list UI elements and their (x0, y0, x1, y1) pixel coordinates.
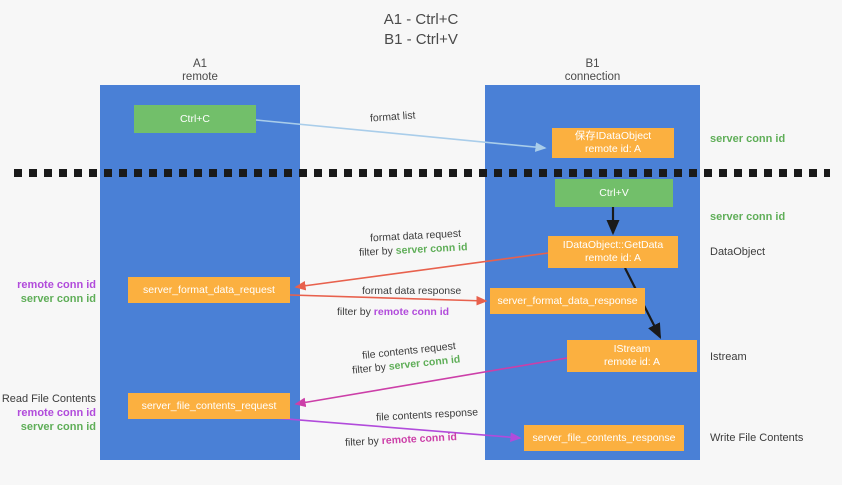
box-istream[interactable]: IStream remote id: A (567, 340, 697, 372)
column-header-a1-name: A1 (192, 58, 208, 70)
box-ctrl-v[interactable]: Ctrl+V (555, 179, 673, 207)
column-header-a1: A1 remote (100, 58, 300, 84)
box-idataobject-getdata-sublabel: remote id: A (584, 252, 642, 264)
box-server-file-contents-response[interactable]: server_file_contents_response (524, 425, 684, 451)
annotation-server-conn-id-left-2: server conn id (20, 421, 96, 433)
box-server-format-data-response[interactable]: server_format_data_response (490, 288, 645, 314)
filter-prefix-4: filter by (344, 435, 383, 449)
annotation-server-conn-id-top: server conn id (710, 133, 786, 145)
box-server-file-contents-response-label: server_file_contents_response (532, 431, 676, 444)
page-title: A1 - Ctrl+C B1 - Ctrl+V (0, 10, 842, 50)
annotation-read-file-contents-group: Read File Contents remote conn id server… (0, 392, 96, 434)
box-ctrl-v-label: Ctrl+V (599, 186, 629, 199)
box-server-format-data-request[interactable]: server_format_data_request (128, 277, 290, 303)
annotation-read-file-contents: Read File Contents (1, 393, 96, 405)
filter-prefix-2: filter by (337, 306, 374, 318)
box-save-idataobject[interactable]: 保存IDataObject remote id: A (552, 128, 674, 158)
edge-label-file-contents-response: file contents response (375, 406, 479, 424)
column-header-b1-name: B1 (585, 58, 600, 70)
box-server-format-data-response-label: server_format_data_response (497, 294, 638, 307)
box-server-file-contents-request[interactable]: server_file_contents_request (128, 393, 290, 419)
box-idataobject-getdata-label: IDataObject::GetData (562, 239, 664, 251)
box-istream-label: IStream (613, 343, 651, 355)
annotation-remote-conn-id-1: remote conn id (17, 279, 96, 291)
box-server-file-contents-request-label: server_file_contents_request (141, 399, 277, 412)
annotation-istream: Istream (710, 351, 747, 363)
annotation-server-conn-id-left-1: server conn id (20, 293, 96, 305)
annotation-remote-conn-id-2: remote conn id (17, 407, 96, 419)
box-istream-sublabel: remote id: A (603, 356, 661, 368)
filter-prefix-1: filter by (358, 244, 397, 259)
column-header-b1-sub: connection (564, 71, 621, 83)
box-save-idataobject-label: 保存IDataObject (574, 130, 652, 142)
dashed-separator-line (14, 169, 830, 177)
annotation-server-conn-id-second: server conn id (710, 211, 786, 223)
box-idataobject-getdata[interactable]: IDataObject::GetData remote id: A (548, 236, 678, 268)
annotation-dataobject: DataObject (710, 246, 766, 258)
edge-label-format-data-response-filter: filter by remote conn id (337, 305, 449, 320)
box-save-idataobject-sublabel: remote id: A (584, 143, 642, 155)
filter-prefix-3: filter by (351, 360, 390, 377)
edge-label-format-list: format list (369, 109, 416, 125)
edge-label-format-data-response: format data response (362, 285, 462, 297)
column-header-b1: B1 connection (485, 58, 700, 84)
page-title-line-1: A1 - Ctrl+C (383, 11, 459, 28)
page-title-line-2: B1 - Ctrl+V (384, 31, 458, 48)
edge-label-file-contents-response-filter: filter by remote conn id (345, 430, 458, 451)
column-header-a1-sub: remote (182, 71, 218, 83)
box-server-format-data-request-label: server_format_data_request (143, 283, 275, 296)
filter-key-server-conn-id-1: server conn id (395, 241, 468, 257)
filter-key-remote-conn-id-1: remote conn id (373, 306, 450, 318)
annotation-conn-ids-format: remote conn id server conn id (0, 278, 96, 306)
annotation-write-file-contents: Write File Contents (710, 432, 804, 444)
box-ctrl-c-label: Ctrl+C (179, 112, 211, 125)
box-ctrl-c[interactable]: Ctrl+C (134, 105, 256, 133)
filter-key-remote-conn-id-2: remote conn id (381, 431, 458, 447)
